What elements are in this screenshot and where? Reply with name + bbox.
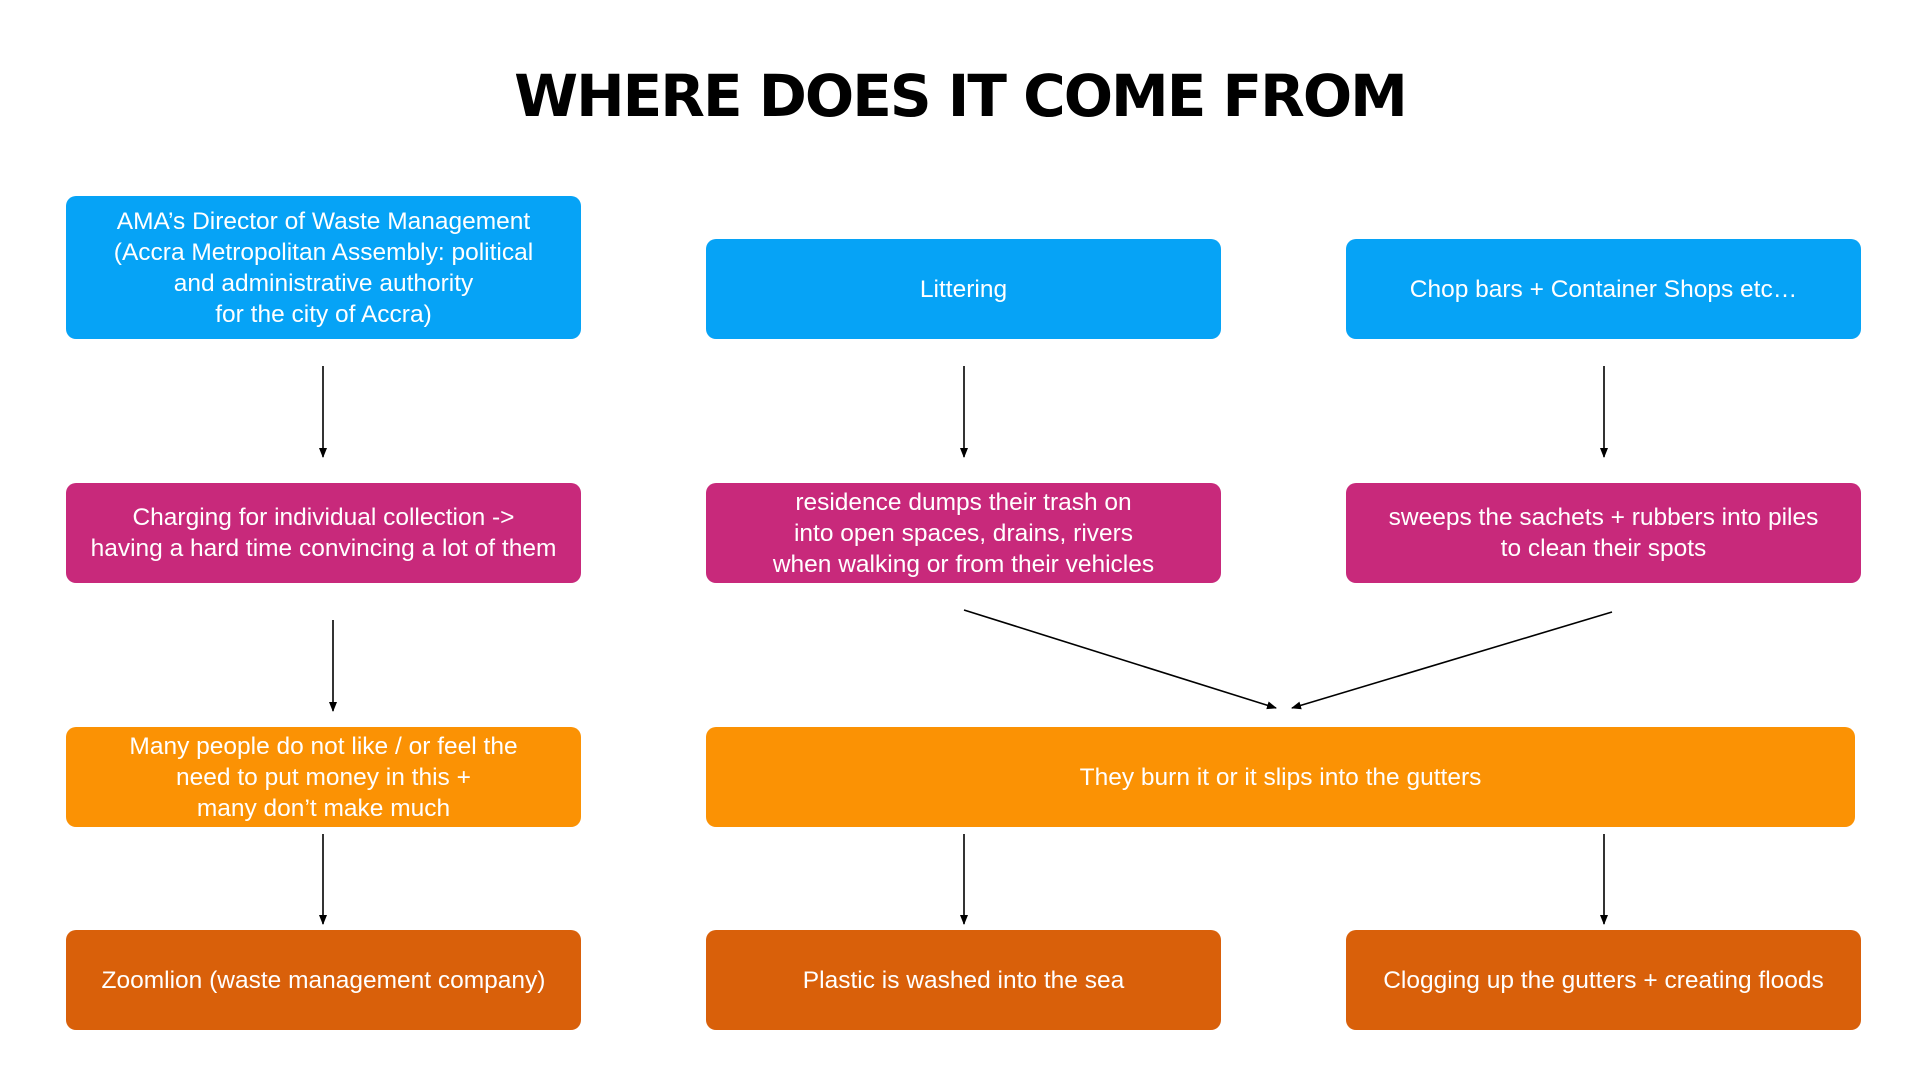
node-ama-director: AMA’s Director of Waste Management (Accr… — [66, 196, 581, 339]
arrow-residence-to-burn — [963, 609, 1277, 710]
page-title: WHERE DOES IT COME FROM — [514, 62, 1408, 130]
node-burn-gutters: They burn it or it slips into the gutter… — [706, 727, 1855, 827]
node-residence-dumps: residence dumps their trash on into open… — [706, 483, 1221, 583]
node-zoomlion: Zoomlion (waste management company) — [66, 930, 581, 1030]
arrow-sweeps-to-burn — [1291, 611, 1613, 710]
node-chop-bars: Chop bars + Container Shops etc… — [1346, 239, 1861, 339]
node-littering: Littering — [706, 239, 1221, 339]
node-clogging: Clogging up the gutters + creating flood… — [1346, 930, 1861, 1030]
node-plastic-sea: Plastic is washed into the sea — [706, 930, 1221, 1030]
node-sweeps: sweeps the sachets + rubbers into piles … — [1346, 483, 1861, 583]
node-many-people: Many people do not like / or feel the ne… — [66, 727, 581, 827]
node-charging: Charging for individual collection -> ha… — [66, 483, 581, 583]
